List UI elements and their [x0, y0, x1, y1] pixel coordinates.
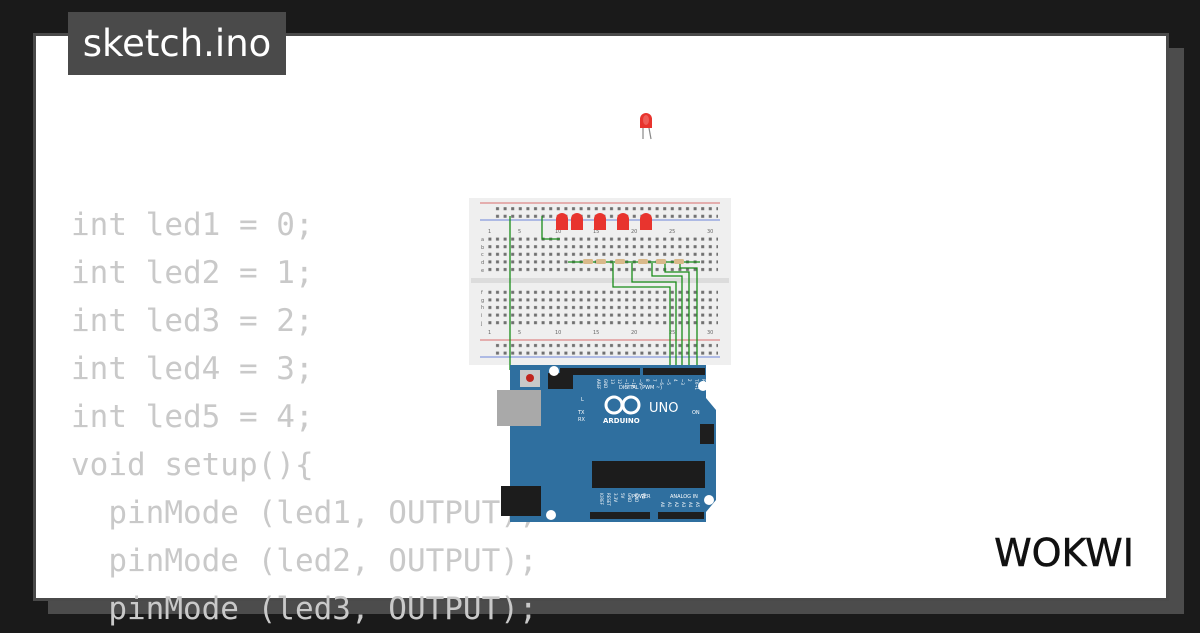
led-l-label: L	[581, 397, 584, 403]
code-preview: int led1 = 0; int led2 = 1; int led3 = 2; i…	[71, 201, 538, 633]
row-letter: i	[481, 313, 482, 319]
row-letter: g	[481, 298, 484, 304]
row-letter: a	[481, 237, 484, 243]
row-letter: b	[481, 245, 484, 251]
pin-label: 2	[687, 379, 692, 382]
pin-label: GND	[627, 493, 632, 502]
board-model: UNO	[649, 401, 678, 416]
pin-label: ~5	[666, 379, 671, 385]
column-number: 30	[707, 229, 713, 235]
pin-label: A0	[660, 502, 665, 508]
code-line: int led3 = 2;	[71, 303, 314, 339]
pin-label: ~11	[624, 379, 629, 388]
led-tx-label: TX	[577, 410, 585, 416]
column-number: 20	[631, 229, 637, 235]
board-brand: ARDUINO	[603, 417, 640, 425]
led-rx-label: RX	[578, 417, 585, 423]
pin-label: A5	[695, 502, 700, 508]
pin-label: AREF	[596, 379, 601, 390]
code-line: int led5 = 4;	[71, 399, 314, 435]
row-letter: c	[481, 252, 484, 258]
pin-label: ~3	[680, 379, 685, 385]
column-number: 10	[555, 330, 561, 336]
arduino-uno[interactable]: UNO ARDUINO DIGITAL (PWM ~) POWER ANALOG…	[497, 365, 716, 522]
code-line: void setup(){	[71, 447, 314, 483]
pin-label: ~9	[638, 379, 643, 385]
row-letter: e	[481, 268, 484, 274]
pin-label: ~6	[659, 379, 664, 385]
pin-label: 3.3V	[613, 493, 618, 502]
file-tab-title: sketch.ino	[82, 22, 272, 65]
pin-label: 5V	[620, 493, 625, 499]
power-label: POWER	[632, 494, 651, 500]
column-number: 5	[518, 330, 521, 336]
column-number: 10	[555, 229, 561, 235]
code-line: int led2 = 1;	[71, 255, 314, 291]
pin-label: 13	[610, 379, 615, 385]
code-line: pinMode (led3, OUTPUT);	[71, 591, 538, 627]
code-line: pinMode (led1, OUTPUT);	[71, 495, 538, 531]
pin-label: ~10	[631, 379, 636, 388]
resistors[interactable]	[583, 259, 684, 264]
microcontroller-chip	[592, 461, 705, 488]
led-on-label: ON	[692, 410, 700, 416]
column-number: 1	[488, 229, 491, 235]
pin-label: 12	[617, 379, 622, 385]
pin-label: IOREF	[599, 493, 604, 506]
column-number: 15	[593, 229, 599, 235]
digital-label: DIGITAL (PWM ~)	[619, 385, 662, 391]
breadboard-leds[interactable]	[556, 213, 652, 230]
usb-connector	[497, 390, 541, 426]
pin-label: A3	[681, 502, 686, 508]
column-number: 25	[669, 330, 675, 336]
column-number: 30	[707, 330, 713, 336]
column-number: 20	[631, 330, 637, 336]
pin-label: 4	[673, 379, 678, 382]
row-letter: h	[481, 305, 484, 311]
breadboard-labels: 1 5 10 15 20 25 30 1 5 10 15 20 25 30 a …	[480, 229, 713, 336]
standalone-led[interactable]	[640, 113, 652, 140]
pin-label: GND	[634, 493, 639, 502]
code-line: int led1 = 0;	[71, 207, 314, 243]
code-line: int led4 = 3;	[71, 351, 314, 387]
code-line: pinMode (led2, OUTPUT);	[71, 543, 538, 579]
file-tab[interactable]: sketch.ino	[68, 12, 286, 75]
row-letter: d	[481, 260, 484, 266]
column-number: 1	[488, 330, 491, 336]
power-jack	[501, 486, 541, 516]
row-letter: j	[480, 321, 482, 327]
logo-text: WOKWI	[994, 531, 1134, 575]
pin-label: GND	[603, 379, 608, 388]
row-letter: f	[481, 290, 483, 296]
pin-label: 7	[652, 379, 657, 382]
column-number: 5	[518, 229, 521, 235]
pin-label: RX←0	[701, 379, 706, 391]
pin-label: A1	[667, 502, 672, 508]
arduino-infinity-icon	[604, 395, 641, 415]
pin-label: A2	[674, 502, 679, 508]
column-number: 15	[593, 330, 599, 336]
wokwi-logo: WOKWI	[994, 531, 1134, 576]
pin-label: RESET	[606, 493, 611, 506]
pin-label: Vin	[641, 493, 646, 500]
column-number: 25	[669, 229, 675, 235]
analog-label: ANALOG IN	[670, 494, 698, 500]
pin-label: 8	[645, 379, 650, 382]
pin-label: TX→1	[694, 378, 699, 391]
pin-labels: AREF GND 13 12 ~11 ~10 ~9 8 7 ~6 ~5 4 ~3…	[596, 378, 706, 508]
pin-label: A4	[688, 502, 693, 508]
